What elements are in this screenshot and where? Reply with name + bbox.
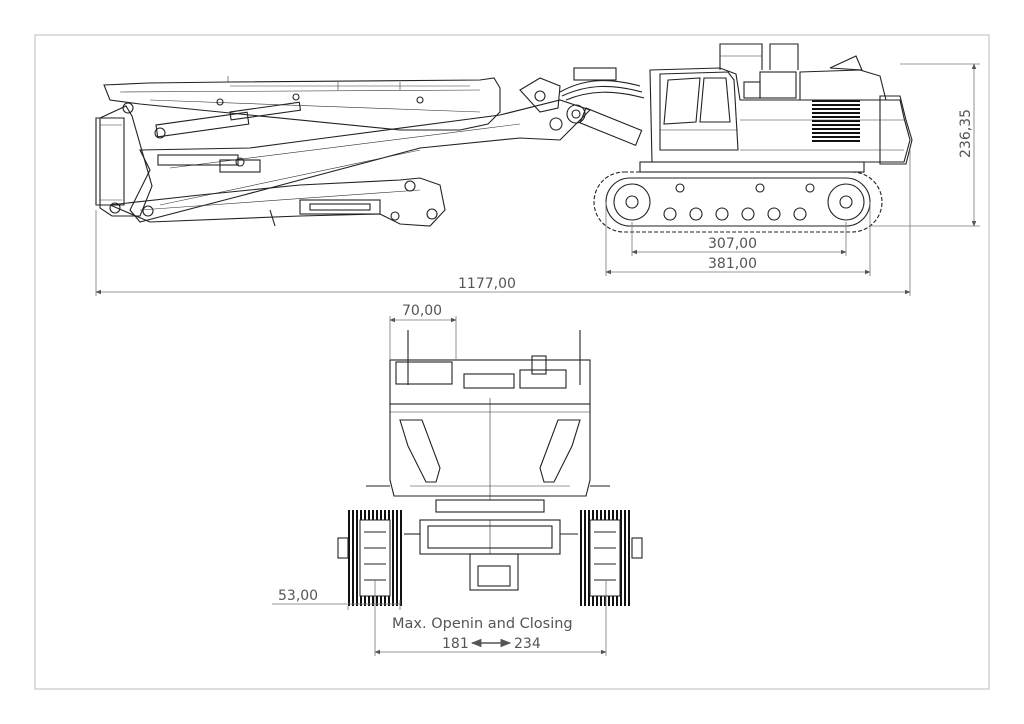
overall-length-value: 1177,00 <box>458 276 516 292</box>
dim-height: 236,35 <box>870 63 980 227</box>
dim-track-outer: 381,00 <box>605 202 871 276</box>
front-view: 70,00 53,00 Max. Openin and Closing 181 … <box>272 303 643 656</box>
track-width-value: 53,00 <box>278 588 318 604</box>
dim-overall-length: 1177,00 <box>95 150 911 296</box>
left-track <box>337 510 402 606</box>
cab-width-value: 70,00 <box>402 303 442 319</box>
track-assembly <box>593 161 883 233</box>
front-undercarriage <box>404 519 578 591</box>
opening-max-value: 234 <box>514 636 541 652</box>
front-body <box>366 330 610 513</box>
dim-opening: Max. Openin and Closing 181 234 <box>374 580 607 656</box>
upper-structure <box>649 43 913 165</box>
dim-track-inner: 307,00 <box>631 222 847 256</box>
opening-note: Max. Openin and Closing <box>392 616 573 632</box>
height-value: 236,35 <box>958 109 974 158</box>
right-track <box>578 510 643 606</box>
side-view: 236,35 307,00 381,00 1177,00 <box>95 43 980 296</box>
dim-track-width: 53,00 <box>272 588 401 610</box>
track-inner-value: 307,00 <box>708 236 757 252</box>
boom-pivot <box>549 104 643 147</box>
engine-grille <box>812 100 860 144</box>
sheet-border <box>34 34 990 690</box>
lower-arm <box>107 177 446 227</box>
main-boom <box>129 77 592 223</box>
upper-boom <box>103 76 501 139</box>
dim-cab-width: 70,00 <box>389 303 457 360</box>
hose-bundle <box>559 67 645 101</box>
track-outer-value: 381,00 <box>708 256 757 272</box>
opening-min-value: 181 <box>442 636 469 652</box>
